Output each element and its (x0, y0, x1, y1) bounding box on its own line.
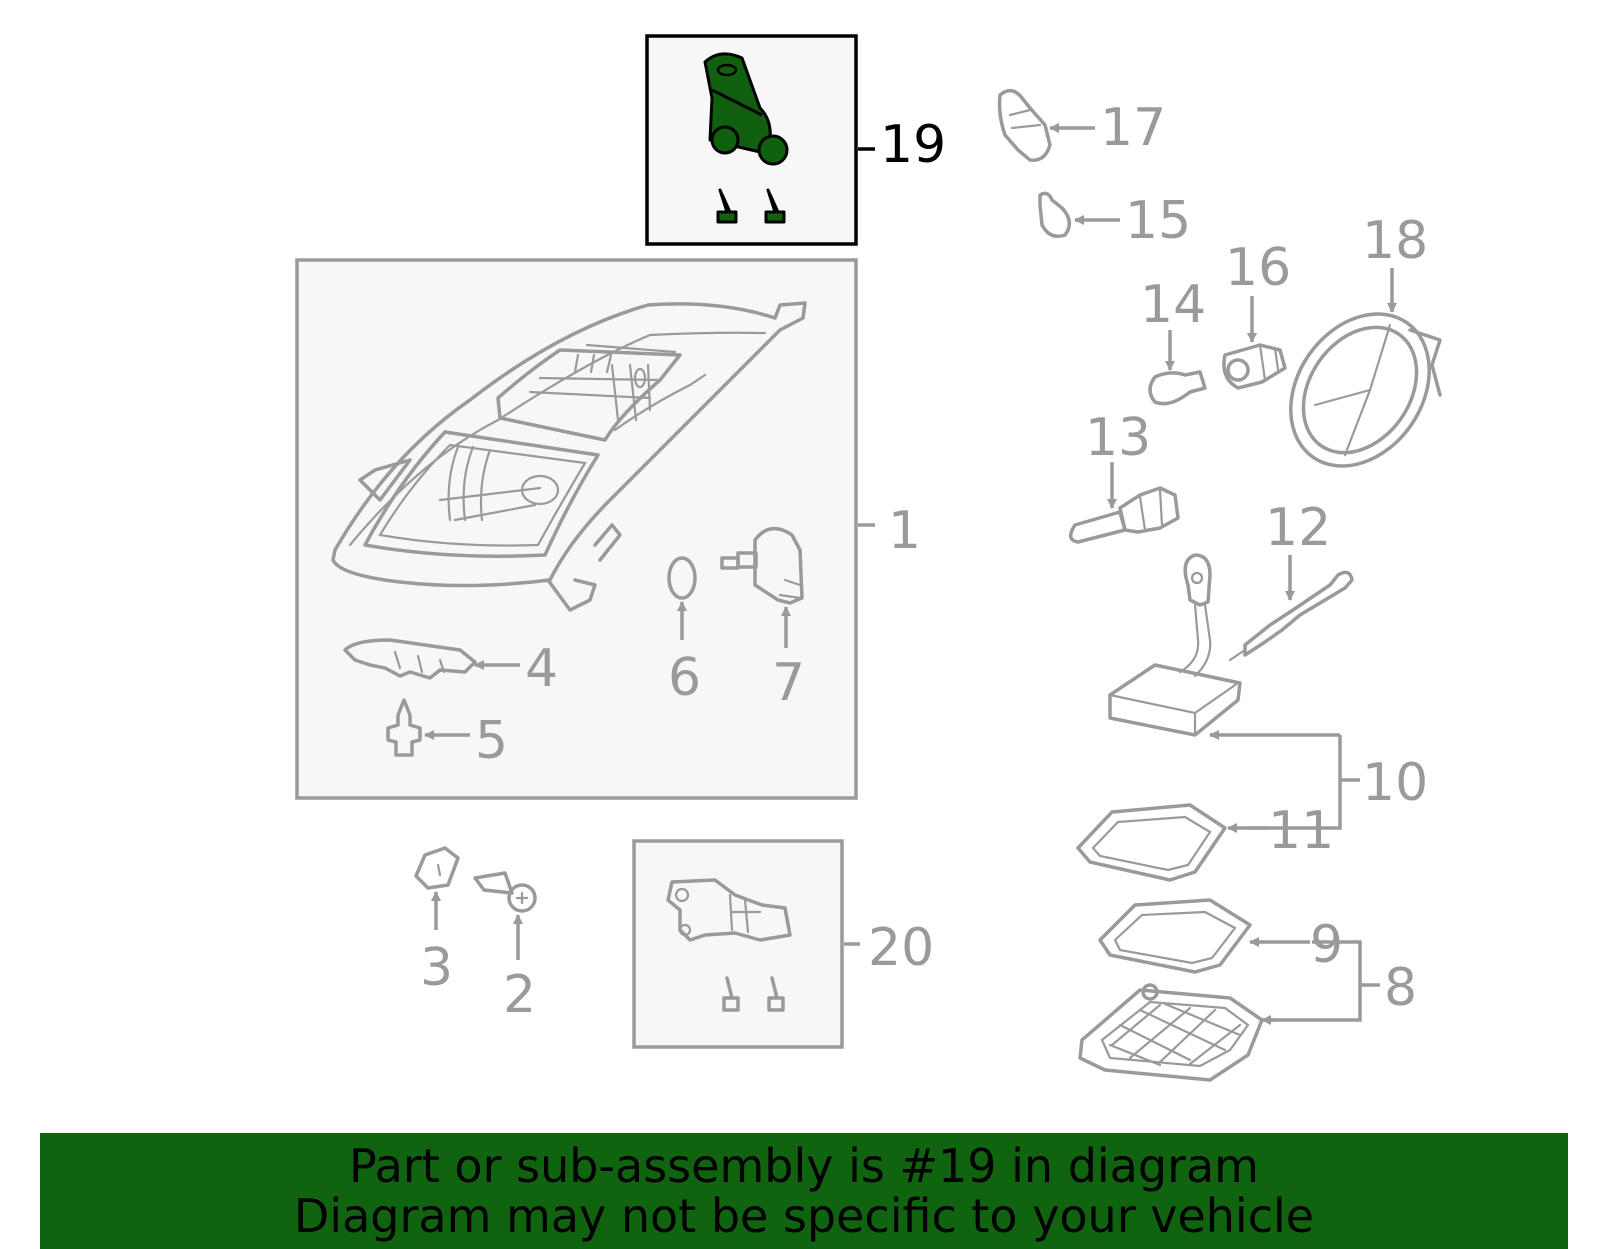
part-5-bolt (386, 698, 422, 757)
part-19-clip-left (716, 188, 738, 224)
part-3-clip (414, 846, 460, 890)
callout-4: 4 (525, 639, 558, 699)
part-11-group[interactable]: 11 (1076, 801, 1334, 882)
headlamp-icon (331, 301, 807, 588)
banner-line-1: Part or sub-assembly is #19 in diagram (349, 1139, 1259, 1193)
part-8-group[interactable]: 8 (1078, 940, 1417, 1082)
part-5-group[interactable]: 5 (386, 698, 508, 771)
parts-diagram: 19 1 4 5 (295, 34, 1458, 1082)
part-6-oring (667, 556, 697, 600)
callout-5: 5 (475, 711, 508, 771)
part-15-bulb (1038, 191, 1072, 238)
callout-19: 19 (880, 115, 946, 175)
callout-15: 15 (1125, 191, 1191, 251)
part-12-group[interactable]: 12 (1228, 498, 1354, 662)
part-17-bulb (997, 88, 1052, 162)
part-20-clip-right (767, 976, 785, 1012)
part-11-gasket (1076, 803, 1227, 882)
part-7-socket (753, 526, 804, 605)
callout-2: 2 (503, 965, 536, 1025)
callout-7: 7 (772, 653, 805, 713)
part-4-strip (343, 638, 477, 680)
part-20-clip-left (722, 976, 740, 1012)
callout-17: 17 (1100, 98, 1166, 158)
part-20-box (632, 839, 844, 1049)
callout-9: 9 (1310, 915, 1343, 975)
part-14-bulb (1148, 370, 1207, 406)
callout-20: 20 (868, 918, 934, 978)
callout-1: 1 (888, 501, 921, 561)
callout-12: 12 (1265, 498, 1331, 558)
callout-10: 10 (1362, 753, 1428, 813)
part-13-bulb (1068, 510, 1127, 544)
part-2-screw (473, 871, 514, 895)
part-3-group[interactable]: 3 (414, 846, 460, 998)
part-20-bracket (666, 878, 792, 942)
callout-11: 11 (1268, 801, 1334, 861)
callout-8: 8 (1384, 958, 1417, 1018)
part-6-group[interactable]: 6 (667, 556, 701, 708)
part-1-group[interactable]: 1 (295, 258, 921, 800)
part-17-group[interactable]: 17 (997, 88, 1167, 162)
part-4-group[interactable]: 4 (343, 638, 558, 699)
part-9-gasket (1098, 898, 1252, 974)
part-13-group[interactable]: 13 (1068, 408, 1180, 544)
part-16-socket (1222, 343, 1287, 390)
part-10-ballast (1108, 663, 1242, 737)
part-19-group[interactable]: 19 (645, 34, 946, 246)
part-10-group[interactable]: 10 (1108, 553, 1428, 830)
callout-14: 14 (1140, 275, 1206, 335)
info-banner: Part or sub-assembly is #19 in diagram D… (40, 1133, 1568, 1249)
part-9-group[interactable]: 9 (1098, 898, 1343, 975)
banner-line-2: Diagram may not be specific to your vehi… (293, 1189, 1315, 1243)
part-15-group[interactable]: 15 (1038, 191, 1191, 251)
part-18-cover (1289, 312, 1431, 468)
part-12-harness (1243, 570, 1354, 657)
callout-13: 13 (1085, 408, 1151, 468)
callout-6: 6 (668, 648, 701, 708)
part-14-group[interactable]: 14 (1140, 275, 1207, 406)
part-16-group[interactable]: 16 (1222, 238, 1291, 390)
part-20-group[interactable]: 20 (632, 839, 934, 1049)
part-19-clip-right (764, 188, 786, 224)
part-2-group[interactable]: 2 (473, 871, 537, 1025)
callout-18: 18 (1362, 211, 1428, 271)
part-18-group[interactable]: 18 (1262, 211, 1458, 493)
callout-3: 3 (420, 938, 453, 998)
part-7-group[interactable]: 7 (720, 526, 805, 713)
callout-16: 16 (1225, 238, 1291, 298)
part-8-cover (1078, 988, 1264, 1082)
